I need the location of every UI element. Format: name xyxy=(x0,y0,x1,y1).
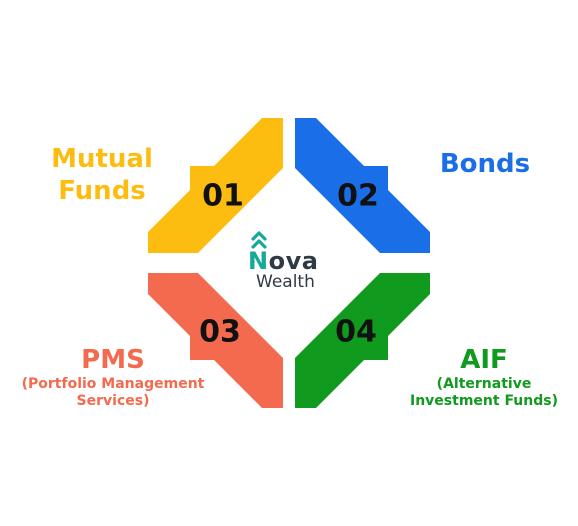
label-aif-subtitle-line2: Investment Funds) xyxy=(410,393,558,409)
segment-04-shape xyxy=(295,273,430,408)
step-number-02: 02 xyxy=(337,179,379,214)
segment-01-shape xyxy=(148,118,283,253)
label-pms: PMS (Portfolio Management Services) xyxy=(6,344,220,410)
step-number-04: 04 xyxy=(335,315,377,350)
step-number-03: 03 xyxy=(199,315,241,350)
segment-02-shape xyxy=(295,118,430,253)
label-bonds-line1: Bonds xyxy=(439,149,531,179)
logo-initial: N xyxy=(248,247,269,275)
logo-name: Nova xyxy=(248,247,332,275)
label-aif-title: AIF xyxy=(460,345,508,375)
logo-subtitle: Wealth xyxy=(256,272,315,292)
label-mutual-funds: Mutual Funds xyxy=(40,143,164,207)
logo-name-rest: ova xyxy=(268,247,319,275)
logo: Nova Wealth xyxy=(248,247,332,292)
step-number-01: 01 xyxy=(202,179,244,214)
label-pms-subtitle-line1: (Portfolio Management xyxy=(21,376,205,392)
label-aif-subtitle-line1: (Alternative xyxy=(436,376,532,392)
label-aif: AIF (Alternative Investment Funds) xyxy=(404,344,564,410)
label-pms-title: PMS xyxy=(81,345,145,375)
label-mutual-funds-line1: Mutual xyxy=(51,144,153,174)
double-chevron-up-icon xyxy=(251,231,267,249)
segment-03-shape xyxy=(148,273,283,408)
label-mutual-funds-line2: Funds xyxy=(58,176,146,206)
label-bonds: Bonds xyxy=(430,148,540,180)
label-pms-subtitle-line2: Services) xyxy=(76,393,150,409)
